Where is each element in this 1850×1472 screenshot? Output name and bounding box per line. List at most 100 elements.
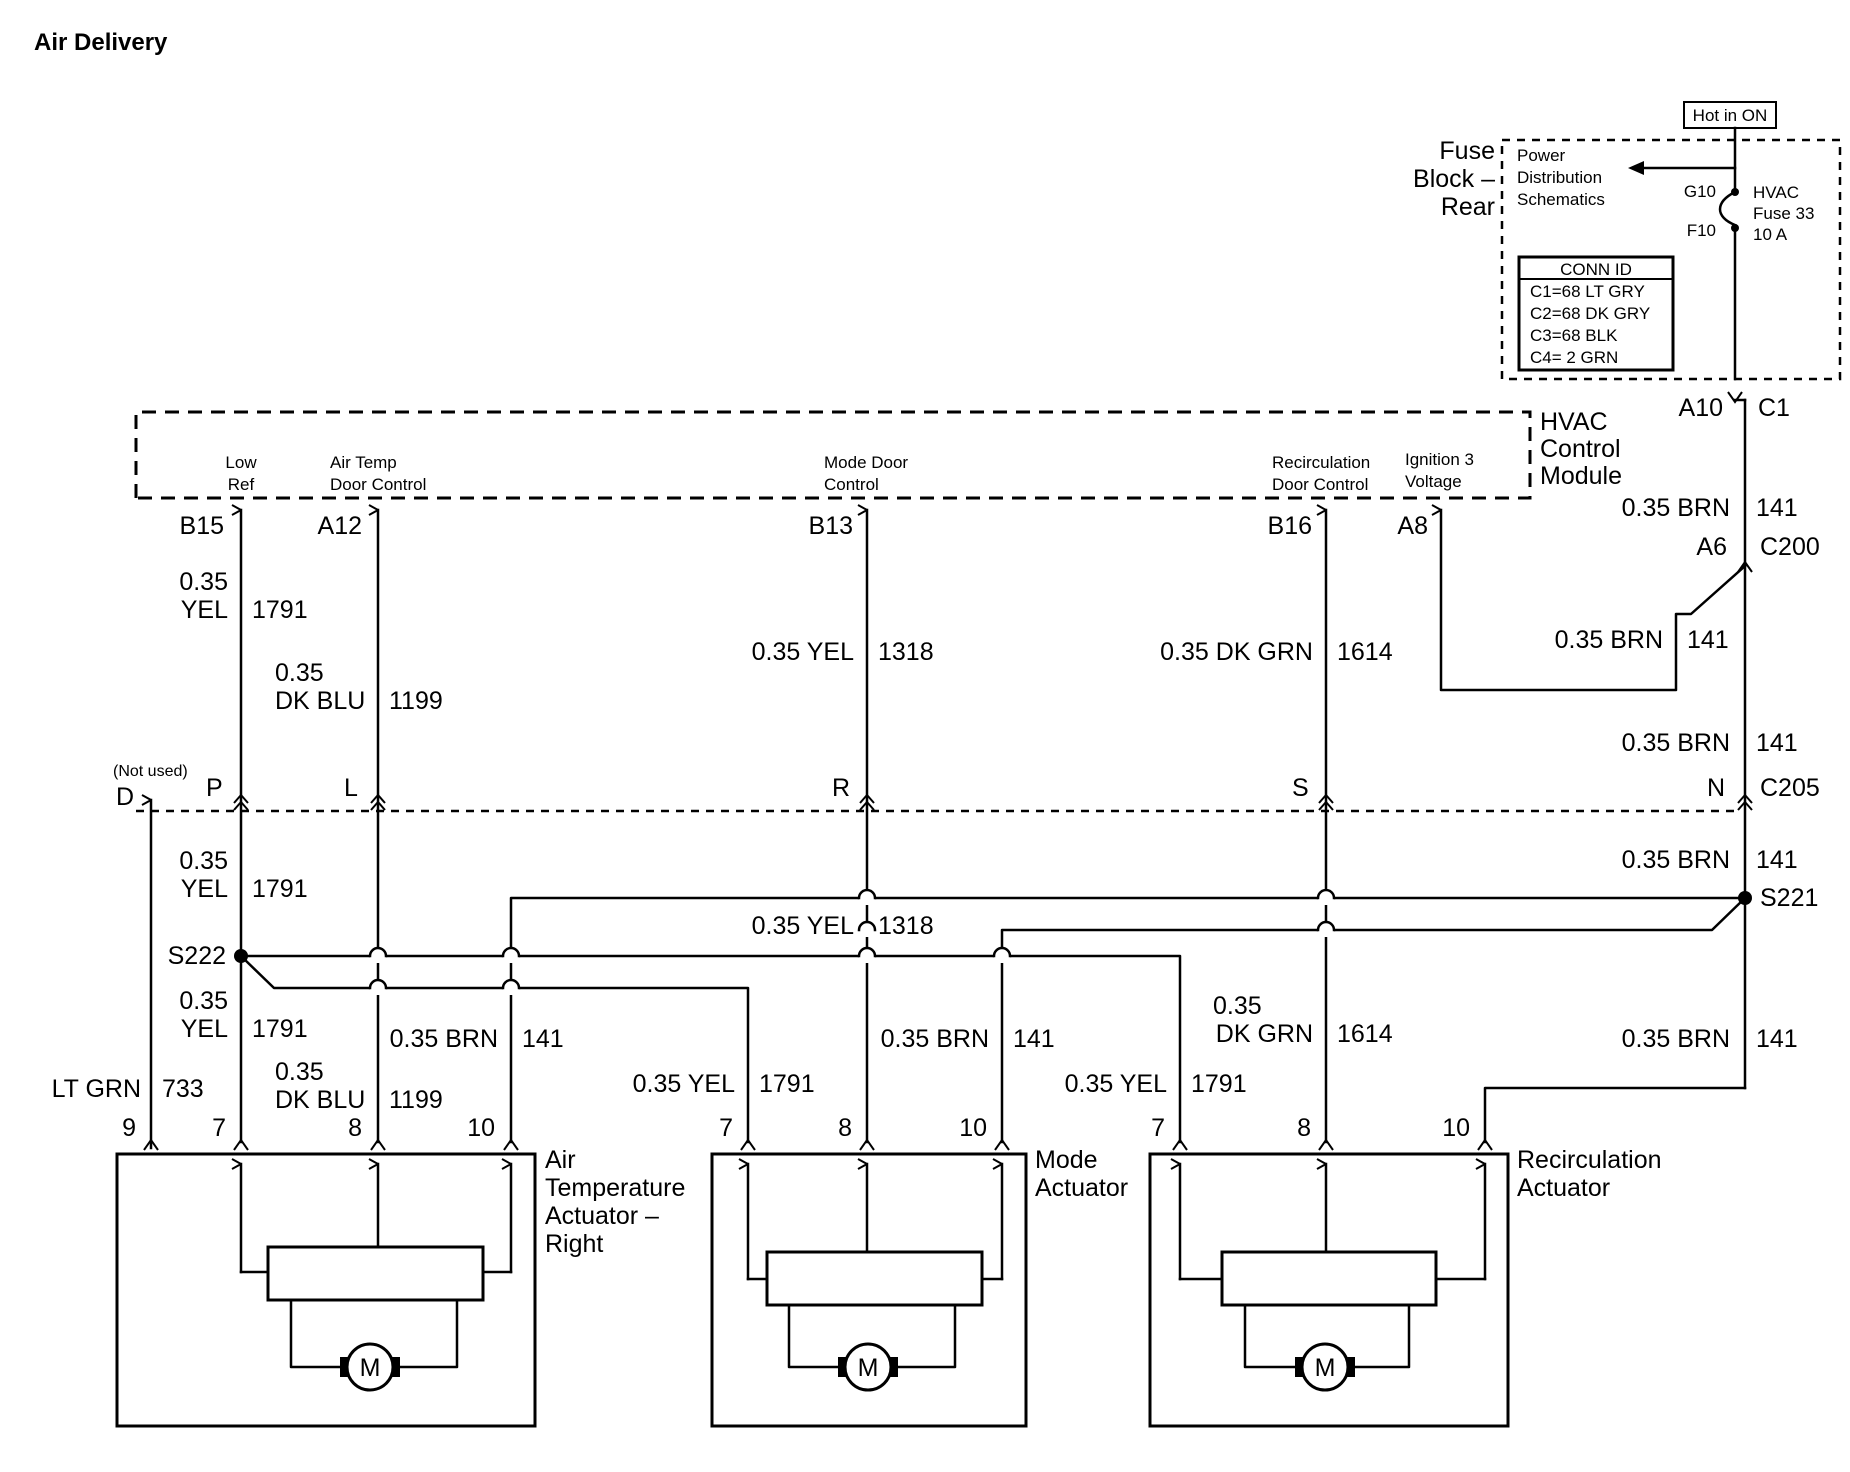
connector-pin-7 bbox=[740, 1138, 756, 1151]
actuator-name: Mode Actuator bbox=[1035, 1146, 1128, 1202]
wire-label-141-c205-upper: 0.35 BRN 141 bbox=[1622, 729, 1798, 757]
c205-pin-r-symbol bbox=[859, 793, 875, 811]
pin-label-7: 7 bbox=[212, 1114, 226, 1142]
svg-text:Mode Door: Mode Door bbox=[824, 453, 908, 472]
c205-pin-n: N bbox=[1707, 774, 1725, 802]
svg-text:0.35 BRN: 0.35 BRN bbox=[881, 1025, 989, 1053]
svg-text:141: 141 bbox=[522, 1025, 564, 1053]
wire-label-733: LT GRN 733 bbox=[52, 1075, 204, 1103]
wire-141-recirc-actuator bbox=[1483, 1086, 1747, 1144]
svg-text:0.35 YEL: 0.35 YEL bbox=[1065, 1070, 1168, 1098]
svg-text:1791: 1791 bbox=[759, 1070, 815, 1098]
c205-pin-r: R bbox=[832, 774, 850, 802]
svg-text:0.35 YEL: 0.35 YEL bbox=[633, 1070, 736, 1098]
wire-label-1791-upper: 0.35 YEL 1791 bbox=[179, 568, 307, 624]
svg-text:HVAC: HVAC bbox=[1753, 183, 1799, 202]
svg-text:Door Control: Door Control bbox=[330, 475, 426, 494]
wire-label-141-a10: 0.35 BRN 141 bbox=[1622, 494, 1798, 522]
svg-text:Actuator: Actuator bbox=[1517, 1174, 1610, 1202]
svg-text:1791: 1791 bbox=[252, 596, 308, 624]
pin-label-8: 8 bbox=[348, 1114, 362, 1142]
svg-text:Ref: Ref bbox=[228, 475, 255, 494]
actuator-housing bbox=[710, 1152, 1028, 1428]
wire-label-141-a8: 0.35 BRN 141 bbox=[1555, 626, 1729, 654]
c205-id: C205 bbox=[1760, 774, 1820, 802]
pin-b16: B16 bbox=[1268, 512, 1312, 540]
pin-label-8: 8 bbox=[1297, 1114, 1311, 1142]
actuator-position-sensor bbox=[765, 1250, 984, 1307]
svg-text:1614: 1614 bbox=[1337, 1020, 1393, 1048]
svg-text:141: 141 bbox=[1687, 626, 1729, 654]
connector-c200-id: C200 bbox=[1760, 533, 1820, 561]
power-distribution-arrow-icon bbox=[1628, 161, 1644, 175]
connector-c200-symbol bbox=[1737, 560, 1753, 573]
wire-crossings-s222 bbox=[368, 946, 1012, 995]
input-label-mode-door-control: Mode Door Control bbox=[824, 453, 908, 494]
connector-pin-10 bbox=[994, 1138, 1010, 1151]
power-distribution-label: Power Distribution Schematics bbox=[1517, 146, 1605, 209]
conn-id-header: CONN ID bbox=[1560, 260, 1632, 279]
svg-text:1318: 1318 bbox=[878, 912, 934, 940]
svg-text:DK BLU: DK BLU bbox=[275, 687, 365, 715]
svg-text:Rear: Rear bbox=[1441, 193, 1495, 221]
svg-text:0.35 BRN: 0.35 BRN bbox=[1555, 626, 1663, 654]
svg-text:Control: Control bbox=[1540, 435, 1621, 463]
connector-pin-7 bbox=[1172, 1138, 1188, 1151]
wire-label-141-mode: 0.35 BRN 141 bbox=[881, 1025, 1055, 1053]
c205-pin-p: P bbox=[206, 774, 223, 802]
splice-s221-label: S221 bbox=[1760, 884, 1818, 912]
svg-text:Module: Module bbox=[1540, 462, 1622, 490]
svg-text:LT GRN: LT GRN bbox=[52, 1075, 141, 1103]
svg-text:Block –: Block – bbox=[1413, 165, 1495, 193]
svg-text:YEL: YEL bbox=[181, 1015, 228, 1043]
svg-text:0.35: 0.35 bbox=[275, 1058, 324, 1086]
svg-text:733: 733 bbox=[162, 1075, 204, 1103]
mode-actuator: 7 8 10 M Mode Actuator bbox=[710, 1114, 1128, 1428]
wire-141-mode-actuator bbox=[1000, 896, 1747, 1144]
svg-text:1614: 1614 bbox=[1337, 638, 1393, 666]
motor-icon: M bbox=[1295, 1342, 1355, 1392]
c205-pin-d: D bbox=[116, 783, 134, 811]
conn-id-row: C2=68 DK GRY bbox=[1530, 304, 1650, 323]
svg-text:Air: Air bbox=[545, 1146, 576, 1174]
pin-a8: A8 bbox=[1397, 512, 1428, 540]
svg-text:Door Control: Door Control bbox=[1272, 475, 1368, 494]
svg-text:141: 141 bbox=[1756, 494, 1798, 522]
fuse-pin-g10: G10 bbox=[1684, 182, 1716, 201]
actuator-position-sensor bbox=[266, 1245, 485, 1302]
svg-text:0.35: 0.35 bbox=[275, 659, 324, 687]
hvac-module-name: HVAC Control Module bbox=[1540, 408, 1622, 490]
svg-text:141: 141 bbox=[1013, 1025, 1055, 1053]
svg-text:1791: 1791 bbox=[1191, 1070, 1247, 1098]
fuse-label: HVAC Fuse 33 10 A bbox=[1753, 183, 1814, 244]
svg-text:YEL: YEL bbox=[181, 875, 228, 903]
connector-pin-8 bbox=[370, 1138, 386, 1151]
svg-text:Recirculation: Recirculation bbox=[1272, 453, 1370, 472]
c205-pin-s-symbol bbox=[1318, 793, 1334, 811]
wire-1791-recirc-actuator bbox=[239, 954, 1182, 1144]
wire-label-1791-lower: 0.35 YEL 1791 bbox=[179, 987, 307, 1043]
pin-b13: B13 bbox=[809, 512, 853, 540]
c205-pin-n-symbol bbox=[1737, 793, 1753, 811]
svg-text:Low: Low bbox=[225, 453, 257, 472]
pin-label-7: 7 bbox=[1151, 1114, 1165, 1142]
splice-s222-label: S222 bbox=[168, 942, 226, 970]
wire-label-1791-recirc: 0.35 YEL 1791 bbox=[1065, 1070, 1247, 1098]
svg-text:0.35 YEL: 0.35 YEL bbox=[752, 912, 855, 940]
svg-text:Air Temp: Air Temp bbox=[330, 453, 397, 472]
svg-text:0.35: 0.35 bbox=[179, 568, 228, 596]
svg-text:Distribution: Distribution bbox=[1517, 168, 1602, 187]
motor-icon: M bbox=[340, 1342, 400, 1392]
wire-label-1318-upper: 0.35 YEL 1318 bbox=[752, 638, 934, 666]
svg-text:DK GRN: DK GRN bbox=[1216, 1020, 1313, 1048]
hvac-module-outline bbox=[134, 410, 1532, 500]
svg-text:0.35 BRN: 0.35 BRN bbox=[1622, 1025, 1730, 1053]
c205-pin-p-symbol bbox=[233, 793, 249, 811]
wire-label-1318-mid: 0.35 YEL 1318 bbox=[752, 912, 934, 940]
svg-text:0.35 YEL: 0.35 YEL bbox=[752, 638, 855, 666]
svg-text:M: M bbox=[1315, 1354, 1336, 1382]
wire-label-1614-lower: 0.35 DK GRN 1614 bbox=[1213, 992, 1393, 1048]
svg-text:10 A: 10 A bbox=[1753, 225, 1788, 244]
svg-text:1791: 1791 bbox=[252, 1015, 308, 1043]
